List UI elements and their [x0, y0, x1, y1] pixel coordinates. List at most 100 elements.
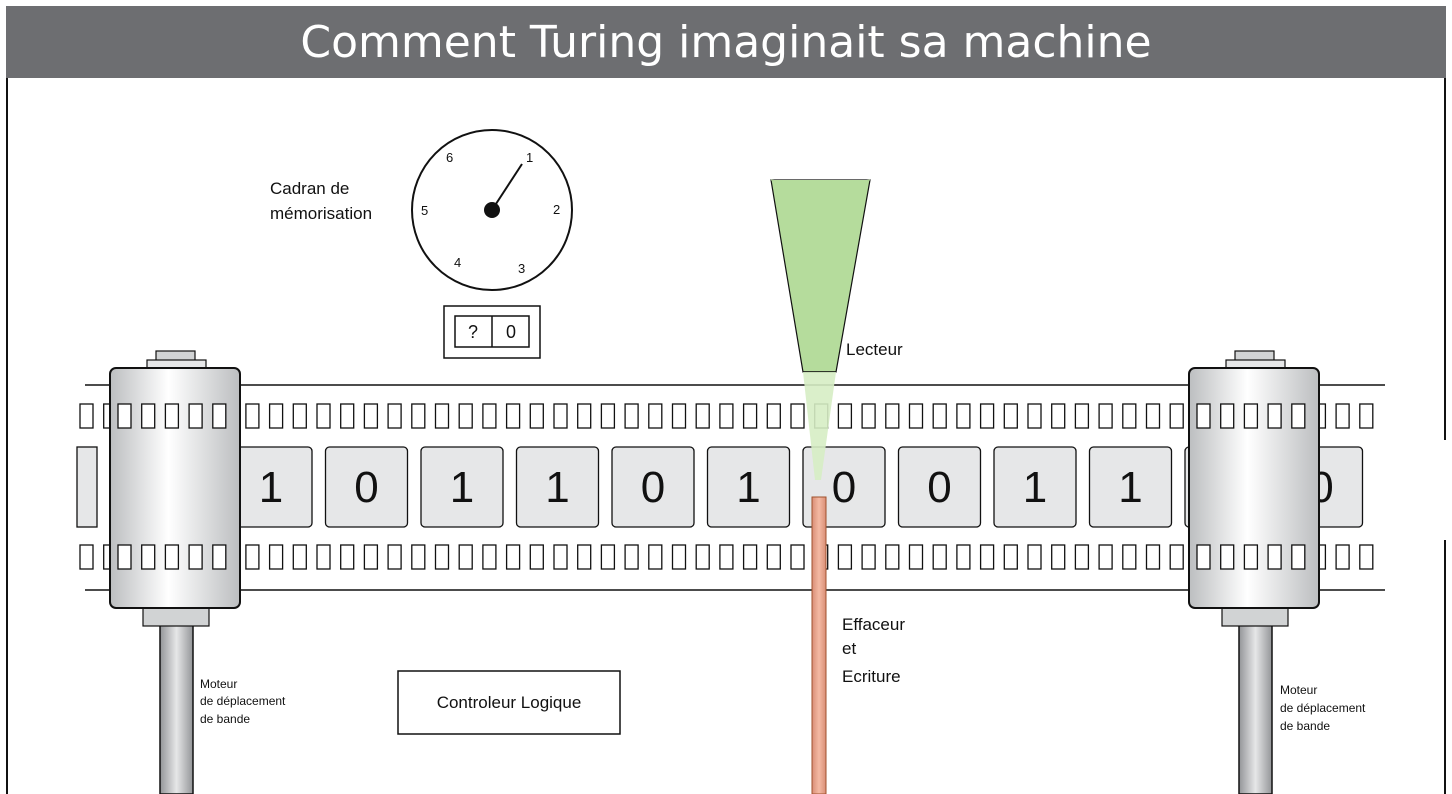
logic-controller-label: Controleur Logique [437, 693, 582, 712]
reader-beam [803, 372, 836, 480]
tape-hole [434, 403, 450, 429]
tape-hole [861, 544, 876, 570]
roller-hole [1243, 544, 1259, 570]
frame [6, 78, 1446, 794]
tape-hole [1145, 544, 1161, 570]
tape-hole [363, 544, 379, 570]
tape-hole [1122, 544, 1137, 570]
page-title: Comment Turing imaginait sa machine [6, 6, 1446, 78]
state-box-right: 0 [506, 322, 516, 342]
tape-hole [695, 403, 710, 429]
right-roller [1188, 350, 1320, 794]
tape-hole [411, 544, 426, 570]
tape-hole [956, 403, 971, 429]
tape-hole [932, 403, 947, 429]
tape-edge-mask [1386, 440, 1446, 540]
tape-hole [316, 544, 331, 570]
tape-hole [505, 544, 521, 570]
tape-hole [387, 403, 402, 429]
tape-hole [932, 544, 947, 570]
tape-hole [245, 544, 260, 570]
tape-hole [1027, 403, 1042, 429]
tape-hole [908, 544, 924, 570]
tape-hole [837, 544, 853, 570]
tape-hole [1359, 403, 1374, 429]
dial-number-3: 3 [518, 261, 525, 276]
dial-pointer [491, 163, 523, 211]
tape-holes-bottom [79, 544, 1374, 570]
roller-hole [1220, 403, 1235, 429]
tape-cell-value: 0 [927, 463, 951, 512]
tape-hole [979, 403, 995, 429]
roller-hole [212, 403, 227, 429]
tape-hole [577, 403, 592, 429]
roller-hole [164, 544, 180, 570]
tape-hole [1335, 544, 1350, 570]
tape-cell-value: 1 [736, 463, 760, 512]
tape-cell [515, 446, 600, 528]
tape-hole [790, 544, 805, 570]
tape-hole [505, 403, 521, 429]
tape-hole [600, 544, 616, 570]
tape-hole [340, 403, 355, 429]
writer-label-line2: et [842, 639, 856, 658]
right-motor-line1: Moteur [1280, 683, 1317, 697]
tape-hole [1169, 544, 1184, 570]
tape-hole [482, 403, 497, 429]
tape-hole [719, 544, 734, 570]
tape-hole [1003, 403, 1018, 429]
roller-hole [141, 544, 156, 570]
tape-cell [420, 446, 504, 528]
tape-hole [1098, 403, 1113, 429]
right-motor-line2: de déplacement [1280, 701, 1366, 715]
tape-hole [1145, 403, 1161, 429]
reader-head [770, 179, 871, 480]
right-motor-shaft [1238, 605, 1273, 794]
tape-cell [706, 446, 791, 528]
left-roller [109, 350, 241, 794]
roller-hole [1196, 544, 1211, 570]
tape-cell-value: 0 [832, 463, 856, 512]
tape-hole [79, 403, 94, 429]
left-motor-line2: de déplacement [200, 694, 286, 708]
roller-hole [1267, 544, 1282, 570]
tape-hole [458, 403, 473, 429]
left-motor-shaft [159, 605, 194, 794]
tape-hole [837, 403, 853, 429]
roller-hole [117, 403, 132, 429]
tape-hole [411, 403, 426, 429]
roller-hole [188, 403, 203, 429]
roller-hole [1243, 403, 1259, 429]
tape-hole [790, 403, 805, 429]
tape-hole [742, 403, 758, 429]
tape-hole [482, 544, 497, 570]
tape-cell-partial [76, 446, 98, 528]
dial-label-line1: Cadran de [270, 179, 349, 198]
tape-cell [1088, 446, 1173, 528]
tape-cell [993, 446, 1077, 528]
tape-hole [979, 544, 995, 570]
tape-hole [766, 544, 781, 570]
dial-number-4: 4 [454, 255, 461, 270]
state-box: ? 0 [443, 305, 541, 359]
tape-hole [885, 544, 900, 570]
tape-hole [1074, 403, 1090, 429]
dial-hub [484, 202, 500, 218]
tape-hole [624, 544, 639, 570]
tape-hole [861, 403, 876, 429]
tape-hole [956, 544, 971, 570]
tape-hole [529, 544, 544, 570]
memory-dial: 1 2 3 4 5 6 Cadran de mémorisation [270, 129, 573, 291]
roller-hole [188, 544, 203, 570]
tape-hole [766, 403, 781, 429]
left-motor-line3: de bande [200, 712, 250, 726]
right-motor-label: Moteur de déplacement de bande [1280, 683, 1366, 733]
tape-hole [600, 403, 616, 429]
tape-hole [268, 403, 284, 429]
dial-number-1: 1 [526, 150, 533, 165]
left-motor-label: Moteur de déplacement de bande [200, 677, 286, 726]
reader-label: Lecteur [846, 340, 903, 359]
tape-hole [553, 403, 568, 429]
tape-cell-value: 1 [1118, 463, 1142, 512]
